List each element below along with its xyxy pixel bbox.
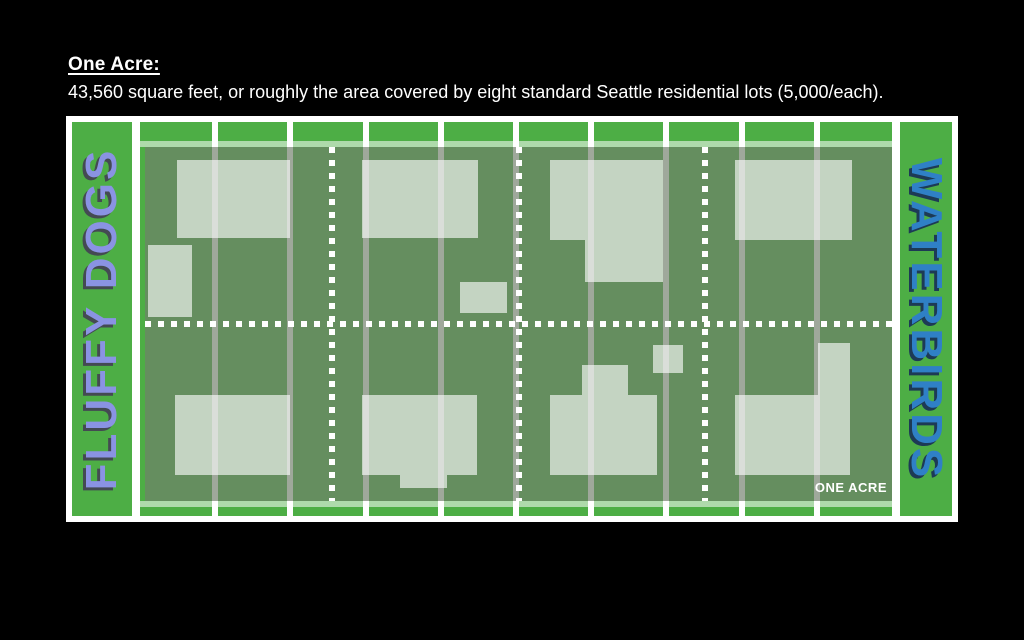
main-field: ONE ACRE: [140, 122, 892, 516]
football-field: FLUFFY DOGS ONE ACRE WATERBIRDS: [66, 116, 958, 522]
endzone-left-label: FLUFFY DOGS: [77, 147, 126, 491]
sideline-top: [140, 141, 892, 147]
field-inner: FLUFFY DOGS ONE ACRE WATERBIRDS: [72, 122, 952, 516]
building-lot-7: [582, 365, 628, 395]
page-subtitle: 43,560 square feet, or roughly the area …: [68, 82, 884, 102]
building-lot-2: [460, 282, 507, 313]
building-lot-2: [362, 160, 478, 238]
goal-line-right: [892, 122, 900, 516]
one-acre-label: ONE ACRE: [814, 480, 887, 495]
page-title: One Acre:: [68, 54, 160, 75]
title-block: One Acre: 43,560 square feet, or roughly…: [68, 54, 884, 103]
building-lot-8: [735, 395, 850, 475]
endzone-right: WATERBIRDS: [900, 122, 952, 516]
building-lot-3: [585, 240, 663, 282]
building-lot-1: [177, 160, 290, 238]
goal-line-left: [132, 122, 140, 516]
building-lot-1: [148, 245, 192, 317]
building-lot-7: [550, 395, 657, 475]
building-lot-4: [735, 160, 852, 240]
building-lot-6: [400, 475, 447, 488]
acre-overlay: ONE ACRE: [145, 147, 892, 501]
endzone-right-label: WATERBIRDS: [902, 157, 951, 481]
building-lot-5: [175, 395, 290, 475]
sideline-bottom: [140, 501, 892, 507]
building-lot-8: [818, 343, 850, 395]
endzone-left: FLUFFY DOGS: [72, 122, 132, 516]
building-lot-7: [653, 345, 683, 373]
lot-divider-horizontal: [145, 321, 892, 327]
building-lot-3: [550, 160, 663, 240]
building-lot-6: [362, 395, 477, 475]
